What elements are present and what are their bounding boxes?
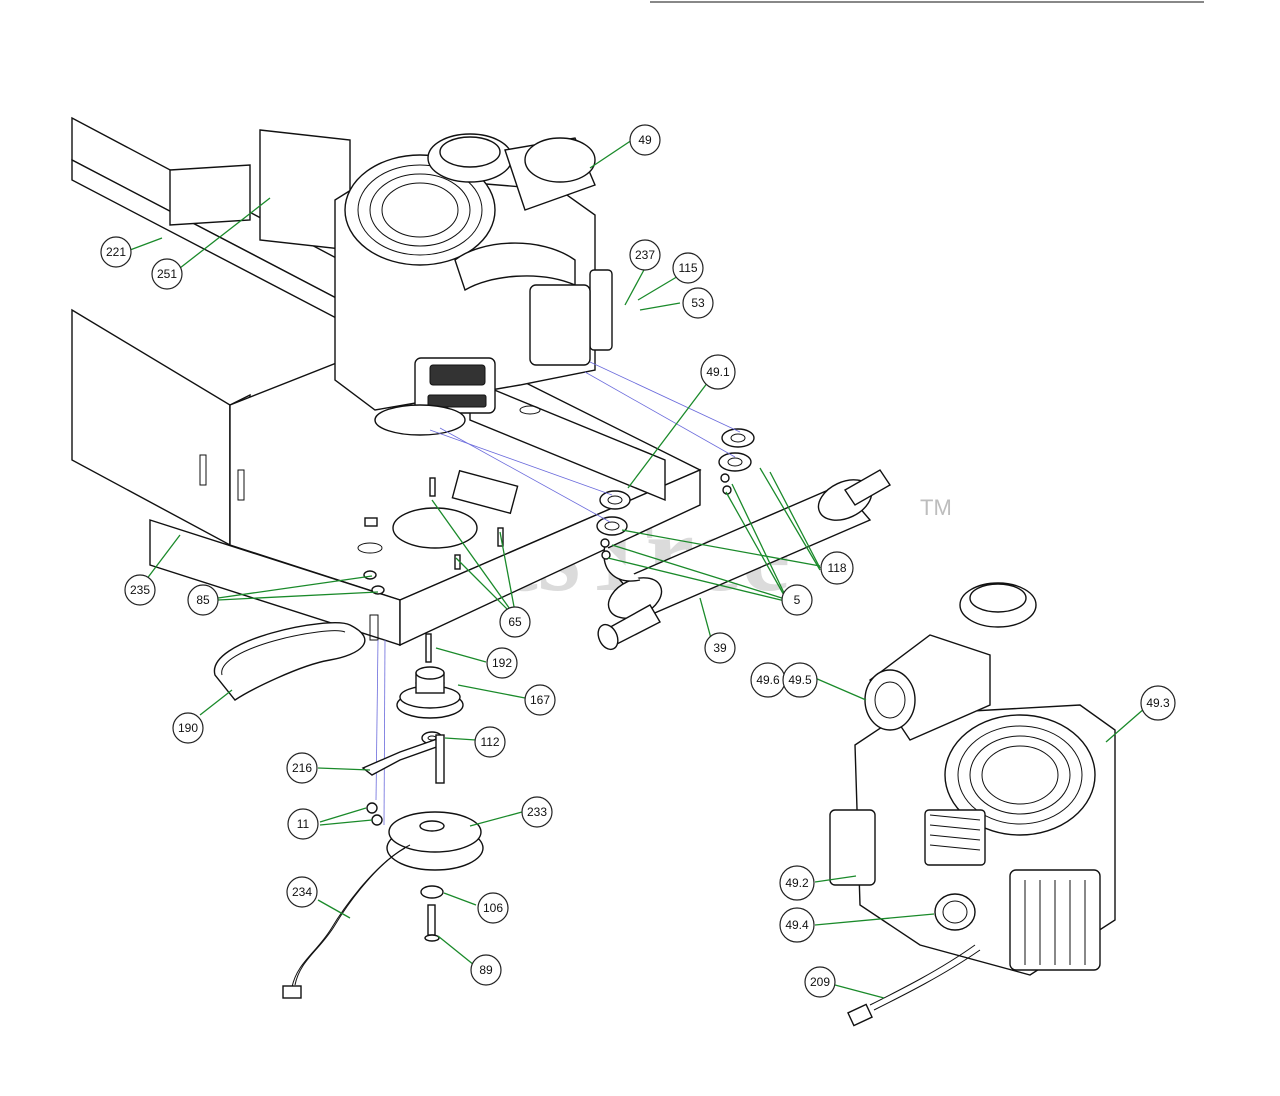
callout-49-5[interactable]: 49.5 xyxy=(782,662,818,698)
callout-49-1[interactable]: 49.1 xyxy=(700,354,736,390)
svg-text:85: 85 xyxy=(196,593,210,607)
callouts: 49 221 251 237 115 53 49.1 118 5 235 85 … xyxy=(100,124,1176,998)
svg-text:237: 237 xyxy=(635,248,655,262)
callout-11[interactable]: 11 xyxy=(287,808,319,840)
svg-text:49.6: 49.6 xyxy=(756,673,780,687)
svg-text:106: 106 xyxy=(483,901,503,915)
svg-text:5: 5 xyxy=(794,593,801,607)
callout-192[interactable]: 192 xyxy=(486,647,518,679)
callout-85[interactable]: 85 xyxy=(187,584,219,616)
callout-216[interactable]: 216 xyxy=(286,752,318,784)
callout-106[interactable]: 106 xyxy=(477,892,509,924)
leader-lines xyxy=(129,139,1146,999)
watermark-tm: TM xyxy=(920,495,952,520)
callout-49-2[interactable]: 49.2 xyxy=(779,865,815,901)
callout-190[interactable]: 190 xyxy=(172,712,204,744)
svg-text:221: 221 xyxy=(106,245,126,259)
callout-53[interactable]: 53 xyxy=(682,287,714,319)
svg-text:39: 39 xyxy=(713,641,727,655)
svg-text:233: 233 xyxy=(527,805,547,819)
svg-text:115: 115 xyxy=(678,261,697,275)
callout-39[interactable]: 39 xyxy=(704,632,736,664)
svg-text:49: 49 xyxy=(638,133,652,147)
callout-233[interactable]: 233 xyxy=(521,796,553,828)
callout-115[interactable]: 115 xyxy=(672,252,704,284)
svg-text:167: 167 xyxy=(530,693,550,707)
svg-text:209: 209 xyxy=(810,975,830,989)
svg-text:190: 190 xyxy=(178,721,198,735)
callout-65[interactable]: 65 xyxy=(499,606,531,638)
svg-text:89: 89 xyxy=(479,963,493,977)
svg-text:49.4: 49.4 xyxy=(785,918,809,932)
callout-234[interactable]: 234 xyxy=(286,876,318,908)
mower-frame xyxy=(71,116,702,647)
svg-text:251: 251 xyxy=(157,267,177,281)
svg-text:11: 11 xyxy=(297,817,310,831)
callout-49-4[interactable]: 49.4 xyxy=(779,907,815,943)
callout-209[interactable]: 209 xyxy=(804,966,836,998)
svg-text:53: 53 xyxy=(691,296,705,310)
callout-251[interactable]: 251 xyxy=(151,258,183,290)
svg-text:234: 234 xyxy=(292,885,312,899)
svg-text:49.3: 49.3 xyxy=(1146,696,1170,710)
engine-main xyxy=(334,133,613,436)
drive-parts xyxy=(214,622,484,999)
callout-49[interactable]: 49 xyxy=(629,124,661,156)
callout-221[interactable]: 221 xyxy=(100,236,132,268)
svg-text:49.1: 49.1 xyxy=(706,365,730,379)
callout-5[interactable]: 5 xyxy=(781,584,813,616)
callout-89[interactable]: 89 xyxy=(470,954,502,986)
svg-text:112: 112 xyxy=(480,735,499,749)
callout-118[interactable]: 118 xyxy=(820,551,854,585)
svg-text:192: 192 xyxy=(492,656,512,670)
callout-237[interactable]: 237 xyxy=(629,239,661,271)
callout-235[interactable]: 235 xyxy=(124,574,156,606)
svg-text:235: 235 xyxy=(130,583,150,597)
svg-text:118: 118 xyxy=(827,561,846,575)
callout-112[interactable]: 112 xyxy=(474,726,506,758)
engine-detail xyxy=(829,582,1116,1027)
svg-text:49.5: 49.5 xyxy=(788,673,812,687)
callout-167[interactable]: 167 xyxy=(524,684,556,716)
svg-text:216: 216 xyxy=(292,761,312,775)
muffler-assembly xyxy=(596,428,891,651)
callout-49-3[interactable]: 49.3 xyxy=(1140,685,1176,721)
callout-49-6[interactable]: 49.6 xyxy=(750,662,786,698)
svg-text:49.2: 49.2 xyxy=(785,876,809,890)
svg-text:65: 65 xyxy=(508,615,522,629)
